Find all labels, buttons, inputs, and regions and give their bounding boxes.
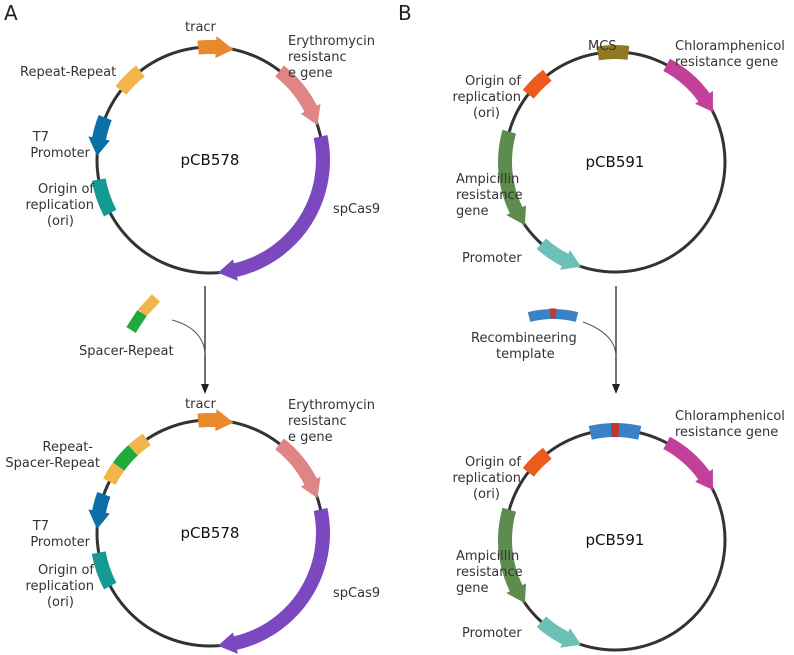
label-tracr: tracr <box>185 20 217 35</box>
recombineering-template-insert <box>527 308 579 322</box>
feature-tracr-arrow <box>197 36 234 59</box>
label-tracr: tracr <box>185 397 217 412</box>
spacer-repeat-insert <box>126 294 161 333</box>
process-arrowhead-b <box>612 384 620 394</box>
plasmid-name: pCB591 <box>586 531 645 549</box>
feature-chloramphenicol-arrow <box>663 58 714 113</box>
feature-tracr-arrow <box>197 409 234 432</box>
label-promoter: Promoter <box>462 251 522 266</box>
process-arrowhead-a <box>201 384 209 394</box>
feature-ampicillin-arrow <box>498 129 527 226</box>
label-spacer-repeat: Spacer-Repeat <box>79 344 174 359</box>
feature-repeat-bar-1 <box>128 433 151 456</box>
feature-ori-bar <box>91 551 117 590</box>
plasmid-name: pCB578 <box>181 524 240 542</box>
insert-spacer-segment <box>126 310 147 333</box>
feature-promoter-arrow <box>536 616 582 648</box>
feature-ori-bar <box>522 447 552 477</box>
feature-mcs-bar <box>596 45 630 61</box>
panel-b-letter: B <box>398 1 412 25</box>
feature-t7-promoter-arrow <box>88 491 111 530</box>
label-mcs: MCS <box>588 39 617 54</box>
feature-chloramphenicol-arrow <box>663 436 714 491</box>
feature-repeat-bar-2 <box>103 462 125 485</box>
insert-curve-a <box>171 319 206 356</box>
feature-ori-bar <box>91 178 117 217</box>
feature-spcas9-arrow <box>217 135 330 281</box>
feature-spcas9-arrow <box>217 508 330 654</box>
feature-ori-bar <box>522 69 552 99</box>
plasmid-name: pCB591 <box>586 153 645 171</box>
feature-mutation-bar <box>610 423 620 438</box>
label-spcas9: spCas9 <box>333 202 380 217</box>
feature-spacer-bar <box>112 445 138 471</box>
feature-erythromycin-arrow <box>275 65 321 126</box>
feature-promoter-arrow <box>536 238 582 270</box>
feature-repeat-repeat-bar <box>115 65 145 95</box>
feature-t7-promoter-arrow <box>88 115 112 157</box>
insert-repeat-segment <box>137 294 161 317</box>
insert-curve-b <box>582 321 617 358</box>
label-spcas9: spCas9 <box>333 586 380 601</box>
label-repeat-repeat: Repeat-Repeat <box>20 65 116 80</box>
feature-erythromycin-arrow <box>275 438 321 499</box>
plasmid-name: pCB578 <box>181 151 240 169</box>
label-repeat-spacer-repeat: Repeat-Spacer-Repeat <box>5 440 100 471</box>
label-promoter: Promoter <box>462 626 522 641</box>
panel-a-letter: A <box>4 1 18 25</box>
feature-ampicillin-arrow <box>498 507 527 604</box>
